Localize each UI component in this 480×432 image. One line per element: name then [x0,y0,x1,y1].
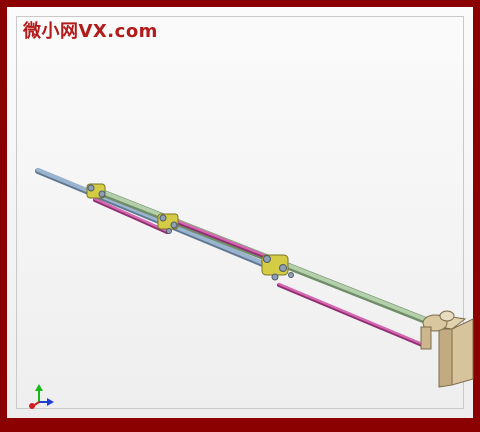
z-axis-arrow [47,398,54,406]
joint-bracket-3[interactable] [261,254,294,281]
joint-bracket-1[interactable] [86,183,106,199]
long-drive-shaft[interactable] [35,168,278,272]
axis-triad [29,384,54,409]
watermark-logo: 微小网VX.com [23,21,158,42]
gearbox-housing[interactable] [420,310,474,388]
magenta-link-rod-1[interactable] [93,197,169,234]
joint-bracket-2[interactable] [157,213,179,234]
magenta-link-rod-3[interactable] [277,282,429,349]
magenta-link-rod-2[interactable] [165,215,271,260]
3d-model-viewport[interactable] [7,7,480,432]
x-axis-dot [29,403,35,409]
y-axis-arrow [35,384,43,391]
